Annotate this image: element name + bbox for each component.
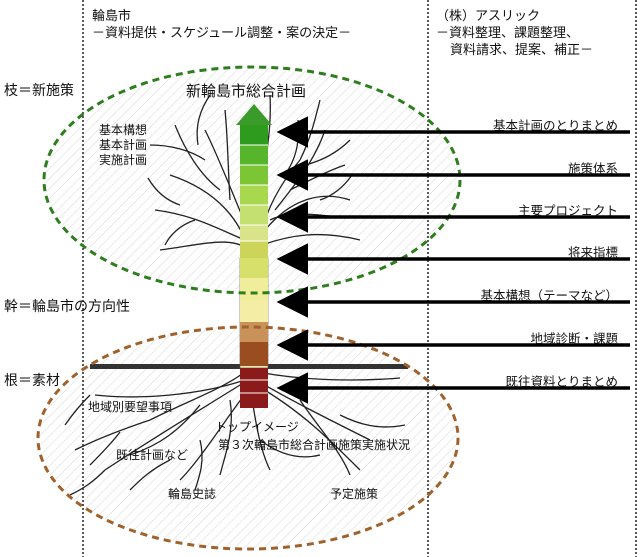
plan-item: 実施計画 xyxy=(99,153,148,167)
consultant-name: （株）アスリック xyxy=(436,9,541,24)
step-label: 既往資料とりまとめ xyxy=(505,374,618,389)
branch-label: 枝＝新施策 xyxy=(4,83,74,99)
plan-bar xyxy=(236,104,272,258)
step-label: 主要プロジェクト xyxy=(517,203,618,218)
city-column-header: 輪島市 －資料提供・スケジュール調整・案の決定－ xyxy=(92,8,351,42)
root-item: 地域別要望事項 xyxy=(88,400,173,414)
root-item: 既往計画など xyxy=(116,448,189,462)
step-label: 施策体系 xyxy=(567,161,618,176)
root-item: トップイメージ xyxy=(215,420,299,434)
step-label: 地域診断・課題 xyxy=(530,331,618,346)
city-role: －資料提供・スケジュール調整・案の決定－ xyxy=(92,26,352,41)
step-label: 基本計画のとりまとめ xyxy=(492,118,618,133)
root-hatch xyxy=(38,327,458,549)
root-item: 輪島史誌 xyxy=(168,487,217,501)
root-label: 根＝素材 xyxy=(4,373,60,389)
tree-title: 新輪島市総合計画 xyxy=(186,82,307,100)
trunk-label: 幹＝輪島市の方向性 xyxy=(4,299,130,315)
root-item: 第３次輪島市総合計画施策実施状況 xyxy=(218,438,411,452)
root-item: 予定施策 xyxy=(330,487,379,501)
root-block xyxy=(240,368,268,408)
consultant-role-line2: 資料請求、提案、補正－ xyxy=(450,43,594,58)
branch-ellipse xyxy=(42,65,462,295)
consultant-column-header: （株）アスリック －資料整理、課題整理、 資料請求、提案、補正－ xyxy=(436,8,593,59)
root-ellipse xyxy=(36,325,460,551)
city-name: 輪島市 xyxy=(92,9,132,24)
step-arrows xyxy=(276,116,630,404)
trunk-gradient xyxy=(240,258,268,366)
step-label: 将来指標 xyxy=(567,245,618,260)
consultant-role-line1: －資料整理、課題整理、 xyxy=(436,26,580,41)
plan-item: 基本計画 xyxy=(99,138,148,152)
step-label: 基本構想（テーマなど） xyxy=(480,288,618,303)
plan-item: 基本構想 xyxy=(99,123,148,137)
plan-list: 基本構想 基本計画 実施計画 xyxy=(99,123,147,168)
